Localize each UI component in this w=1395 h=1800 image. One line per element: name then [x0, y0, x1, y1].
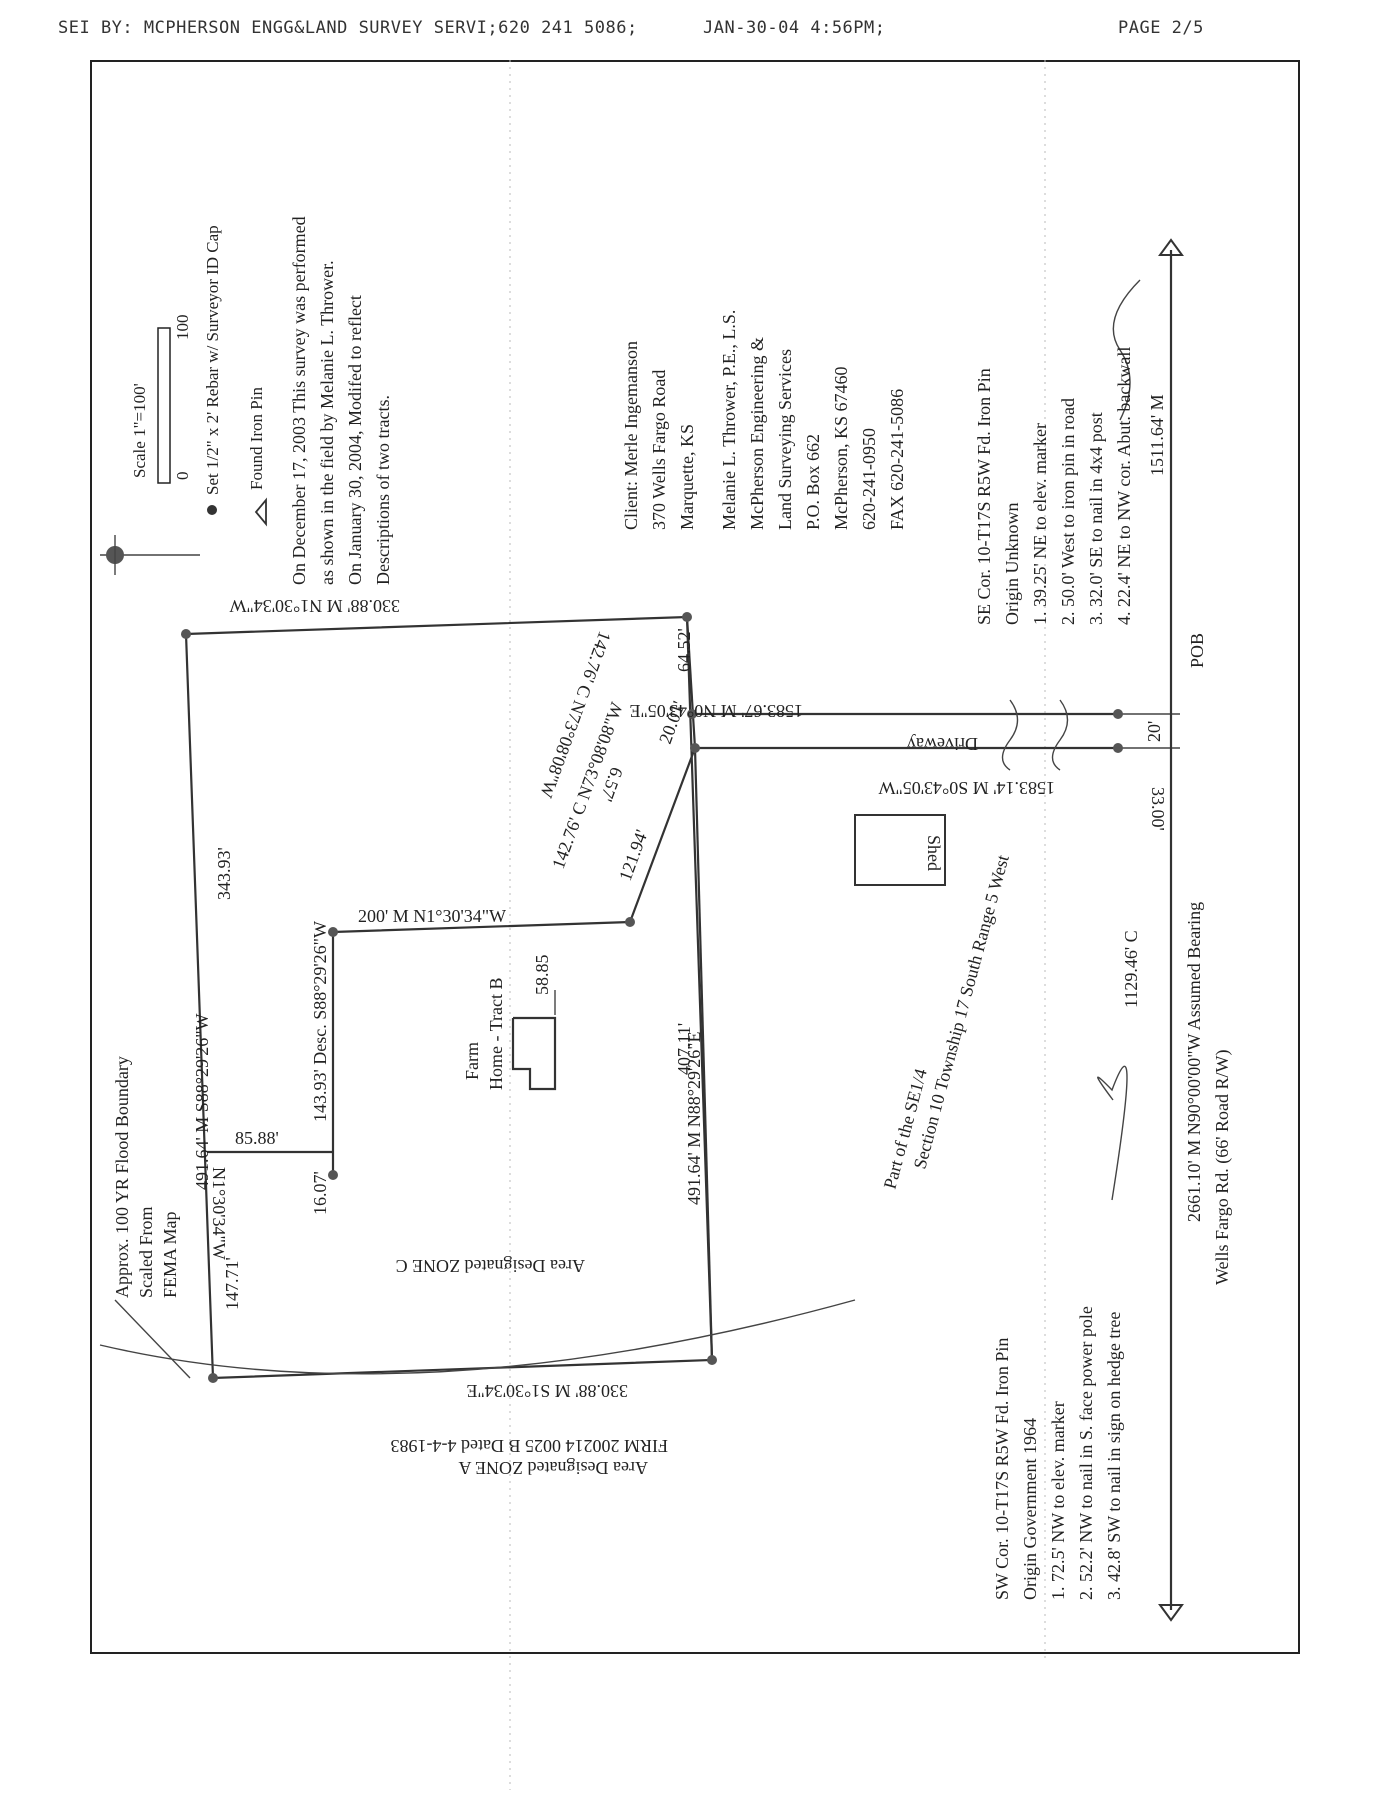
- found-pin-marker: [690, 743, 700, 753]
- svg-text:Scaled From: Scaled From: [136, 1207, 156, 1299]
- fax-page: PAGE 2/5: [1118, 18, 1204, 38]
- svg-text:SE Cor. 10-T17S R5W Fd. Iron P: SE Cor. 10-T17S R5W Fd. Iron Pin: [974, 368, 994, 625]
- scale-label: Scale 1"=100': [130, 383, 149, 478]
- svg-text:On December 17, 2003 This surv: On December 17, 2003 This survey was per…: [289, 216, 309, 585]
- svg-text:20': 20': [1144, 721, 1164, 742]
- se-corner-block: SE Cor. 10-T17S R5W Fd. Iron Pin Origin …: [974, 347, 1134, 625]
- dimension-labels: 330.88' M N1°30'34"W 330.88' M S1°30'34"…: [192, 394, 1207, 1401]
- svg-text:Origin Unknown: Origin Unknown: [1002, 503, 1022, 626]
- svg-text:Land Surveying Services: Land Surveying Services: [775, 349, 795, 530]
- svg-text:SW Cor. 10-T17S R5W Fd. Iron P: SW Cor. 10-T17S R5W Fd. Iron Pin: [992, 1338, 1012, 1600]
- rebar-icon: [207, 505, 217, 515]
- svg-text:2. 52.2' NW to nail in S. fac: 2. 52.2' NW to nail in S. face power pol…: [1076, 1306, 1096, 1600]
- scale-hundred: 100: [173, 315, 192, 341]
- svg-text:121.94': 121.94': [615, 827, 652, 883]
- svg-text:POB: POB: [1187, 633, 1207, 668]
- found-pin-marker: [682, 612, 692, 622]
- svg-text:1583.67' M N0°43'05"E: 1583.67' M N0°43'05"E: [629, 701, 803, 721]
- svg-text:16.07': 16.07': [310, 1171, 330, 1215]
- found-pin-marker: [328, 927, 338, 937]
- svg-text:Melanie L. Thrower, P.E., L.S.: Melanie L. Thrower, P.E., L.S.: [719, 310, 739, 530]
- flood-label: Approx. 100 YR Flood Boundary Scaled Fro…: [112, 1056, 180, 1298]
- client-block: Client: Merle Ingemanson 370 Wells Fargo…: [621, 341, 697, 530]
- svg-text:200' M N1°30'34"W: 200' M N1°30'34"W: [358, 906, 506, 926]
- svg-text:Shed: Shed: [924, 835, 944, 871]
- svg-text:3. 32.0' SE to nail in 4x4 po: 3. 32.0' SE to nail in 4x4 post: [1086, 412, 1106, 625]
- surveyor-block: Melanie L. Thrower, P.E., L.S. McPherson…: [719, 310, 907, 530]
- svg-text:Client: Merle Ingemanson: Client: Merle Ingemanson: [621, 341, 641, 530]
- svg-text:Approx. 100 YR Flood Boundary: Approx. 100 YR Flood Boundary: [112, 1056, 132, 1298]
- scale-zero: 0: [173, 472, 192, 481]
- svg-text:620-241-0950: 620-241-0950: [859, 428, 879, 530]
- zone-a-label: Area Designated ZONE A: [459, 1458, 648, 1478]
- tract-farm: Farm: [462, 1042, 482, 1080]
- svg-text:1. 39.25' NE to elev. marker: 1. 39.25' NE to elev. marker: [1030, 423, 1050, 625]
- svg-text:491.64' M S88°29'26"W: 491.64' M S88°29'26"W: [192, 1013, 212, 1190]
- found-pin-marker: [181, 629, 191, 639]
- firm-label: FIRM 200214 0025 B Dated 4-4-1983: [391, 1436, 669, 1456]
- set-rebar-label: Set 1/2" x 2' Rebar w/ Surveyor ID Cap: [203, 225, 222, 495]
- survey-note: On December 17, 2003 This survey was per…: [289, 216, 393, 585]
- svg-text:330.88' M N1°30'34"W: 330.88' M N1°30'34"W: [229, 596, 400, 616]
- section-line2: Section 10 Township 17 South Range 5 Wes…: [910, 853, 1013, 1171]
- svg-text:1129.46' C: 1129.46' C: [1121, 930, 1141, 1008]
- svg-text:370 Wells Fargo Road: 370 Wells Fargo Road: [649, 370, 669, 530]
- found-pin-label: Found Iron Pin: [247, 387, 266, 490]
- svg-text:Descriptions of two tracts.: Descriptions of two tracts.: [373, 395, 393, 585]
- svg-text:1583.14' M S0°43'05"W: 1583.14' M S0°43'05"W: [878, 778, 1055, 798]
- svg-text:33.00': 33.00': [1148, 787, 1168, 831]
- found-pin-marker: [1113, 709, 1123, 719]
- found-pin-marker: [625, 917, 635, 927]
- svg-text:330.88' M S1°30'34"E: 330.88' M S1°30'34"E: [466, 1381, 628, 1401]
- svg-text:64.52': 64.52': [674, 628, 694, 672]
- found-pin-marker: [707, 1355, 717, 1365]
- north-arrow-icon: [100, 535, 200, 575]
- found-pin-marker: [1113, 743, 1123, 753]
- svg-text:1511.64' M: 1511.64' M: [1147, 394, 1167, 476]
- found-pin-icon: [254, 497, 267, 527]
- zone-c-label: Area Designated ZONE C: [396, 1256, 585, 1276]
- svg-text:N1°30'34"W: N1°30'34"W: [209, 1167, 229, 1260]
- svg-text:2. 50.0' West to iron pin in: 2. 50.0' West to iron pin in road: [1058, 398, 1078, 625]
- svg-text:143.93' Desc. S88°29'26"W: 143.93' Desc. S88°29'26"W: [310, 921, 330, 1122]
- svg-text:Origin Government 1964: Origin Government 1964: [1020, 1418, 1040, 1600]
- svg-text:491.64' M N88°29'26"E: 491.64' M N88°29'26"E: [684, 1031, 704, 1205]
- svg-text:McPherson, KS 67460: McPherson, KS 67460: [831, 366, 851, 530]
- svg-text:Driveway: Driveway: [907, 734, 978, 754]
- svg-text:85.88': 85.88': [235, 1128, 279, 1148]
- svg-text:Marquette, KS: Marquette, KS: [677, 424, 697, 530]
- road-bearing: 2661.10' M N90°00'00"W Assumed Bearing: [1184, 902, 1204, 1222]
- svg-text:4. 22.4' NE to NW cor. Abut.: 4. 22.4' NE to NW cor. Abut. backwall: [1114, 347, 1134, 625]
- road-name: Wells Fargo Rd. (66' Road R/W): [1212, 1050, 1233, 1285]
- fax-sender: SEI BY: MCPHERSON ENGG&LAND SURVEY SERVI…: [58, 18, 638, 38]
- svg-text:McPherson Engineering &: McPherson Engineering &: [747, 337, 767, 530]
- svg-text:147.71': 147.71': [222, 1257, 242, 1310]
- sw-corner-block: SW Cor. 10-T17S R5W Fd. Iron Pin Origin …: [992, 1306, 1124, 1600]
- fax-datetime: JAN-30-04 4:56PM;: [703, 18, 886, 38]
- svg-text:P.O. Box 662: P.O. Box 662: [803, 434, 823, 530]
- survey-points: [181, 612, 1123, 1383]
- legend: Scale 1"=100' 0 100 Set 1/2" x 2' Rebar …: [130, 225, 267, 527]
- svg-text:343.93': 343.93': [214, 847, 234, 900]
- svg-text:FEMA Map: FEMA Map: [160, 1211, 180, 1298]
- svg-text:On January 30, 2004, Modifed t: On January 30, 2004, Modifed to reflect: [345, 295, 365, 585]
- svg-text:58.85: 58.85: [532, 955, 552, 996]
- svg-text:as shown in the field by Melan: as shown in the field by Melanie L. Thro…: [317, 260, 337, 585]
- svg-text:407.11': 407.11': [674, 1023, 694, 1075]
- svg-text:FAX 620-241-5086: FAX 620-241-5086: [887, 389, 907, 530]
- svg-text:1. 72.5' NW to elev. marker: 1. 72.5' NW to elev. marker: [1048, 1401, 1068, 1600]
- tract-home: Home - Tract B: [486, 978, 506, 1091]
- survey-frame: [90, 60, 1300, 1654]
- found-pin-marker: [328, 1170, 338, 1180]
- svg-text:3. 42.8' SW to nail in sign o: 3. 42.8' SW to nail in sign on hedge tre…: [1104, 1312, 1124, 1600]
- found-pin-marker: [687, 709, 697, 719]
- found-pin-marker: [208, 1373, 218, 1383]
